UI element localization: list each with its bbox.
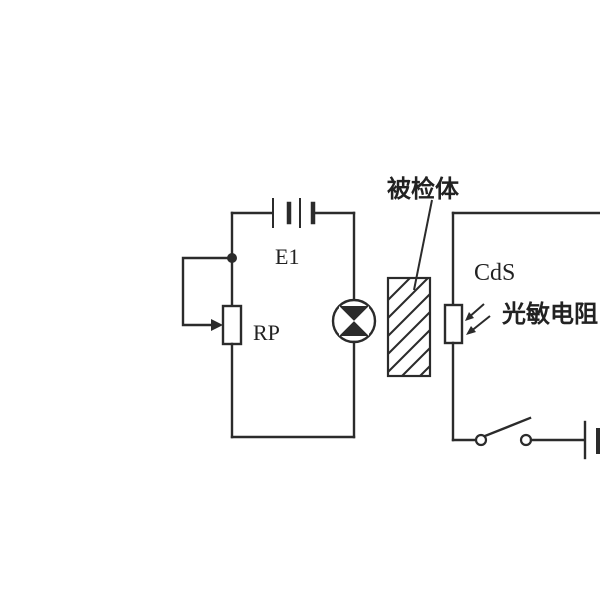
test-object-plate [386, 276, 432, 378]
wiper-arrow [211, 319, 223, 331]
wiper-wire [181, 256, 234, 327]
light-arrows [465, 303, 491, 335]
switch-contact-right [519, 433, 533, 447]
sensor-circuit [443, 211, 600, 460]
lamp-circuit [181, 198, 377, 439]
test-object-leader [413, 199, 433, 291]
cds-label: CdS [474, 260, 515, 286]
photoresistor-label: 光敏电阻 [501, 300, 598, 328]
switch-contact-left [474, 433, 488, 447]
battery-e1-label: E1 [275, 244, 299, 269]
lamp-symbol [331, 298, 377, 344]
battery-e1-symbol [272, 198, 316, 228]
potentiometer-rp [221, 304, 243, 346]
potentiometer-label: RP [253, 320, 280, 345]
switch-blade [483, 416, 532, 438]
cds-photoresistor [443, 303, 464, 345]
test-object-label: 被检体 [387, 175, 460, 203]
